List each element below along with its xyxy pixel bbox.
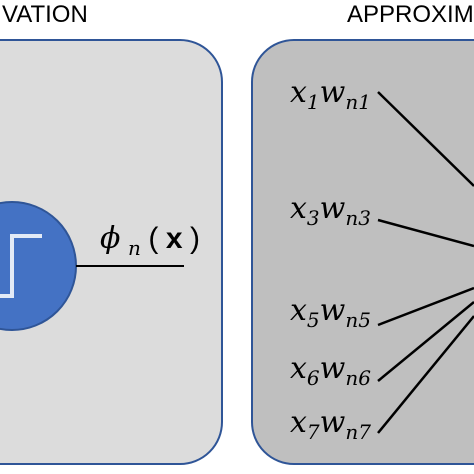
connection-line-7 (377, 315, 474, 434)
activation-output-label: ϕ n ( x ) (100, 221, 200, 262)
term-label-1: x1wn1 (290, 75, 371, 114)
term-label-7: x7wn7 (290, 405, 371, 444)
phi-symbol: ϕ (100, 221, 120, 256)
paren-close: ) (190, 222, 200, 255)
term-6-w-subscript: n6 (345, 366, 371, 390)
term-6-x: x (290, 351, 307, 386)
term-7-x: x (290, 405, 307, 440)
phi-subscript: n (128, 236, 141, 260)
term-1-w: w (320, 75, 346, 110)
term-7-x-subscript: 7 (307, 420, 320, 444)
term-3-x-subscript: 3 (307, 206, 320, 230)
connection-line-3 (377, 218, 474, 248)
term-label-3: x3wn3 (290, 191, 371, 230)
connection-line-5 (377, 286, 474, 327)
term-5-x: x (290, 293, 307, 328)
paren-open: ( (148, 222, 158, 255)
term-5-w-subscript: n5 (345, 308, 371, 332)
activation-panel (0, 39, 223, 465)
left-panel-heading: VATION (2, 1, 88, 28)
term-3-x: x (290, 191, 307, 226)
term-7-w: w (320, 405, 346, 440)
connection-line-1 (377, 91, 474, 187)
x-vector: x (166, 222, 183, 255)
term-3-w-subscript: n3 (345, 206, 371, 230)
term-5-w: w (320, 293, 346, 328)
term-label-6: x6wn6 (290, 351, 371, 390)
term-7-w-subscript: n7 (345, 420, 371, 444)
step-function-icon (0, 234, 42, 298)
connection-line-6 (377, 301, 474, 382)
right-panel-heading: APPROXIM (347, 1, 474, 28)
term-1-x-subscript: 1 (307, 90, 320, 114)
term-5-x-subscript: 5 (307, 308, 320, 332)
term-3-w: w (320, 191, 346, 226)
approximation-panel (251, 39, 474, 465)
term-label-5: x5wn5 (290, 293, 371, 332)
term-1-w-subscript: n1 (345, 90, 371, 114)
term-6-x-subscript: 6 (307, 366, 320, 390)
term-1-x: x (290, 75, 307, 110)
term-6-w: w (320, 351, 346, 386)
